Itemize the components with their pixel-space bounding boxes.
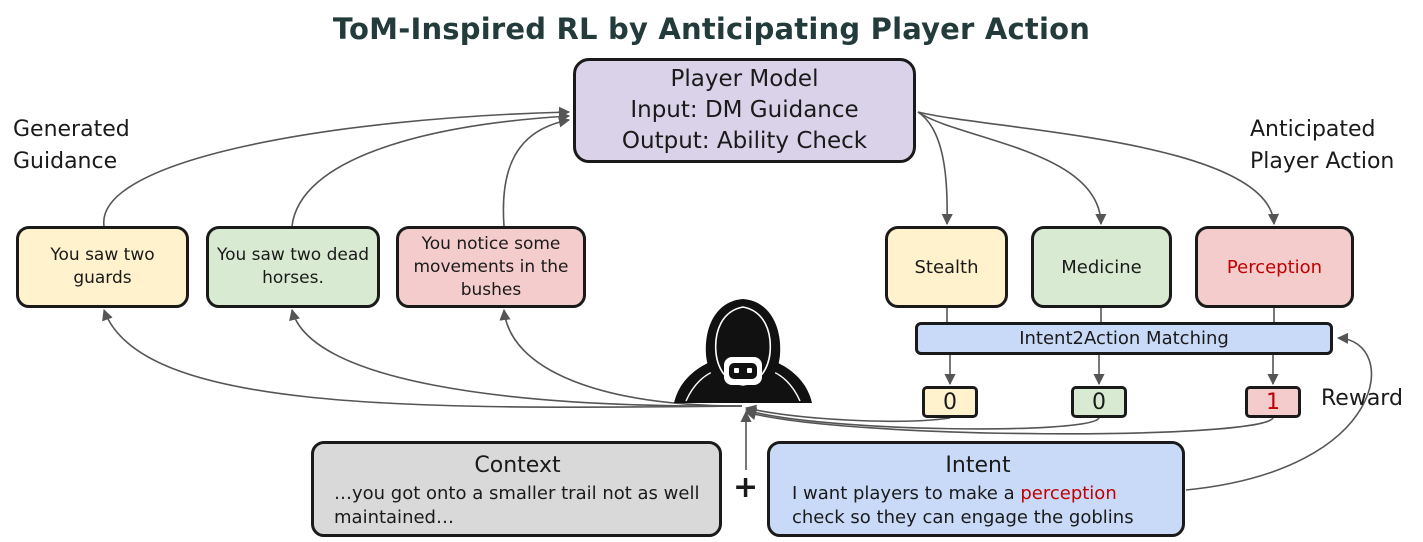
intent-title: Intent	[945, 453, 1011, 478]
intent-box: Intent I want players to make a percepti…	[767, 441, 1185, 537]
intent-body-after: check so they can engage the goblins	[792, 507, 1134, 528]
reward-value-perception: 1	[1245, 386, 1301, 418]
action-box-stealth: Stealth	[885, 226, 1008, 308]
player-model-input: Input: DM Guidance	[630, 97, 859, 123]
context-title: Context	[474, 453, 561, 478]
reward-value-stealth: 0	[922, 386, 978, 418]
reward-label: Reward	[1321, 386, 1403, 411]
reward-value-medicine: 0	[1071, 386, 1127, 418]
arrow-guidance1-to-model	[103, 106, 571, 227]
arrow-reward2-to-agent	[744, 407, 1100, 430]
page-title: ToM-Inspired RL by Anticipating Player A…	[332, 12, 1091, 46]
intent-body-before: I want players to make a	[792, 483, 1021, 504]
anticipated-action-label: Anticipated Player Action	[1250, 114, 1394, 178]
arrow-model-to-medicine	[917, 111, 1107, 226]
arrow-agent-to-guidance2	[289, 308, 743, 407]
guidance-box-guards: You saw two guards	[16, 226, 189, 308]
generated-guidance-label: Generated Guidance	[13, 114, 130, 178]
arrow-guidance3-to-model	[502, 116, 571, 227]
action-box-medicine: Medicine	[1031, 226, 1172, 308]
player-model-box: Player Model Input: DM Guidance Output: …	[573, 58, 916, 163]
hooded-agent-icon	[674, 299, 812, 403]
intent-body: I want players to make a perception chec…	[792, 482, 1164, 530]
arrow-agent-to-guidance3	[499, 308, 743, 407]
anticipated-label-line2: Player Action	[1250, 149, 1395, 174]
arrow-reward1-to-agent	[744, 404, 951, 422]
player-model-output: Output: Ability Check	[621, 128, 868, 154]
generated-label-line2: Guidance	[13, 149, 118, 174]
context-box: Context …you got onto a smaller trail no…	[311, 441, 722, 537]
arrow-model-to-stealth	[917, 111, 953, 226]
guidance-box-horses: You saw two dead horses.	[206, 226, 380, 308]
intent-body-highlight: perception	[1020, 483, 1117, 504]
arrow-agent-to-guidance1	[102, 308, 743, 409]
context-body: …you got onto a smaller trail not as wel…	[334, 483, 700, 528]
arrow-intent-to-matching	[1185, 332, 1373, 491]
arrow-reward3-to-agent	[744, 409, 1274, 435]
anticipated-label-line1: Anticipated	[1250, 117, 1376, 142]
intent2action-matching-box: Intent2Action Matching	[915, 322, 1333, 355]
generated-label-line1: Generated	[13, 117, 130, 142]
guidance-box-bushes: You notice some movements in the bushes	[396, 226, 586, 308]
player-model-title: Player Model	[670, 66, 819, 92]
plus-sign: +	[733, 470, 759, 505]
action-box-perception: Perception	[1195, 226, 1354, 308]
arrow-guidance2-to-model	[291, 111, 571, 227]
arrow-model-to-perception	[917, 111, 1280, 226]
